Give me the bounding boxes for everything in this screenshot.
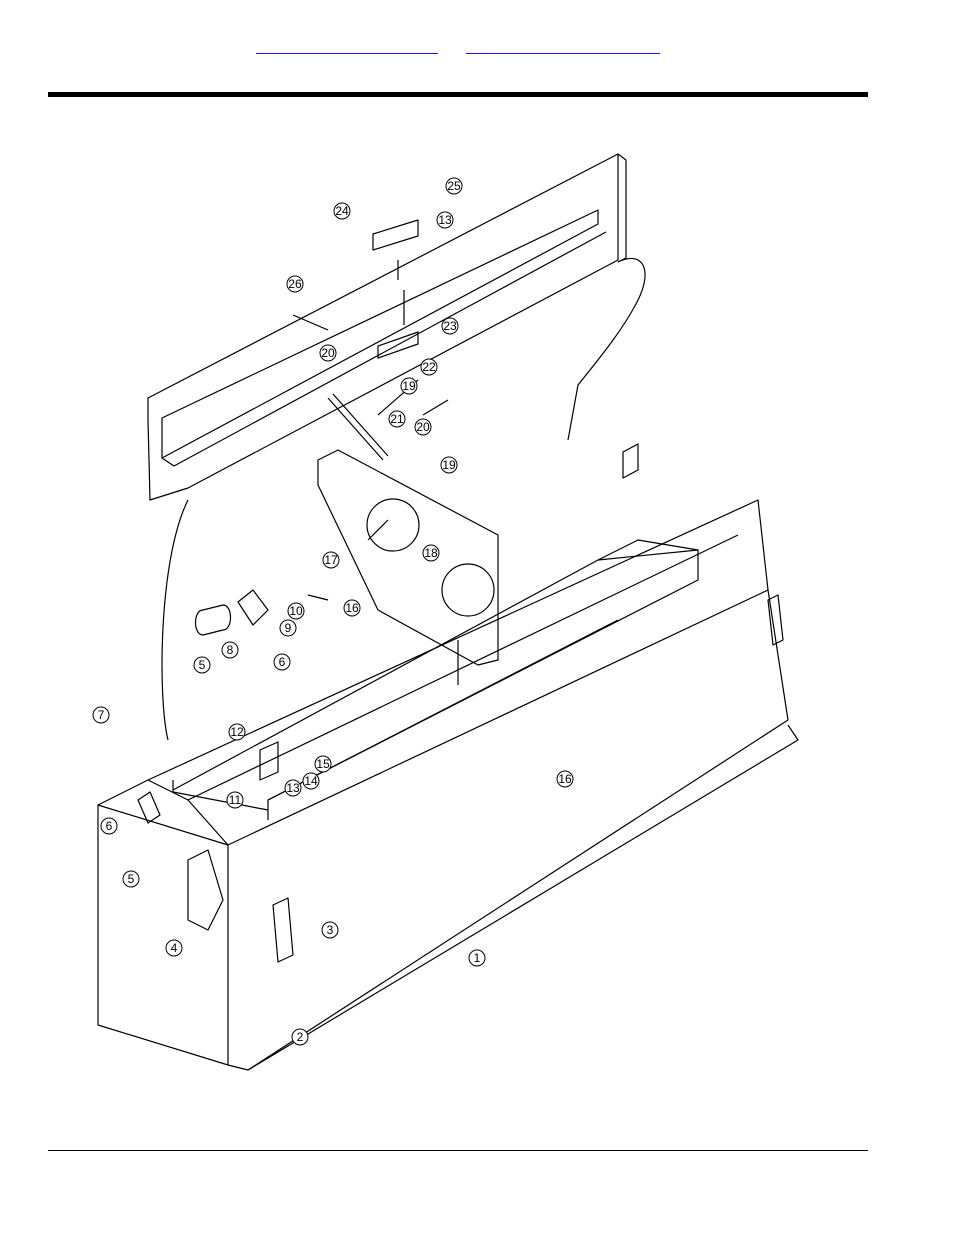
callout-16-b: 16 [556, 770, 574, 788]
callout-21: 21 [388, 410, 406, 428]
svg-text:11: 11 [229, 793, 242, 807]
svg-text:3: 3 [327, 923, 334, 937]
parts-diagram: 25 24 13 26 23 22 20 19 21 20 19 17 18 1… [78, 140, 818, 1075]
svg-text:19: 19 [402, 379, 416, 393]
svg-text:15: 15 [316, 757, 330, 771]
callout-24: 24 [333, 202, 351, 220]
svg-text:13: 13 [438, 213, 452, 227]
callout-13-mid: 13 [284, 779, 302, 797]
callout-26: 26 [286, 275, 304, 293]
svg-text:19: 19 [442, 458, 456, 472]
callout-group: 25 24 13 26 23 22 20 19 21 20 19 17 18 1… [92, 177, 574, 1046]
callout-4: 4 [165, 939, 183, 957]
svg-text:9: 9 [285, 621, 292, 635]
svg-text:22: 22 [422, 360, 436, 374]
callout-20-a: 20 [319, 344, 337, 362]
callout-10: 10 [287, 602, 305, 620]
top-rule [48, 92, 868, 97]
callout-5-a: 5 [193, 656, 211, 674]
svg-text:4: 4 [171, 941, 178, 955]
callout-18: 18 [422, 544, 440, 562]
svg-text:10: 10 [289, 604, 303, 618]
callout-5-b: 5 [122, 870, 140, 888]
svg-text:12: 12 [230, 725, 244, 739]
svg-text:16: 16 [345, 601, 359, 615]
callout-8: 8 [221, 641, 239, 659]
header-link-1[interactable] [256, 36, 438, 54]
callout-13-top: 13 [436, 211, 454, 229]
svg-text:21: 21 [390, 412, 404, 426]
svg-text:18: 18 [424, 546, 438, 560]
bottom-rule [48, 1150, 868, 1151]
callout-23: 23 [441, 317, 459, 335]
svg-text:2: 2 [297, 1030, 304, 1044]
svg-text:13: 13 [286, 781, 300, 795]
callout-7: 7 [92, 706, 110, 724]
diagram-linework [97, 153, 799, 1071]
callout-2: 2 [291, 1028, 309, 1046]
callout-16-a: 16 [343, 599, 361, 617]
svg-text:23: 23 [443, 319, 457, 333]
svg-text:26: 26 [288, 277, 302, 291]
callout-19-a: 19 [400, 377, 418, 395]
callout-25: 25 [445, 177, 463, 195]
svg-text:6: 6 [279, 655, 286, 669]
callout-12: 12 [228, 723, 246, 741]
svg-text:5: 5 [199, 658, 206, 672]
svg-text:17: 17 [324, 553, 338, 567]
callout-20-b: 20 [414, 418, 432, 436]
svg-text:7: 7 [98, 708, 105, 722]
callout-22: 22 [420, 358, 438, 376]
callout-17: 17 [322, 551, 340, 569]
header-links [0, 36, 954, 58]
svg-text:24: 24 [335, 204, 349, 218]
svg-text:20: 20 [416, 420, 430, 434]
callout-14: 14 [302, 772, 320, 790]
svg-text:16: 16 [558, 772, 572, 786]
callout-11: 11 [226, 791, 244, 809]
header-link-2[interactable] [466, 36, 660, 54]
callout-6-b: 6 [100, 817, 118, 835]
svg-text:5: 5 [128, 872, 135, 886]
svg-text:6: 6 [106, 819, 113, 833]
callout-1: 1 [468, 949, 486, 967]
svg-text:1: 1 [474, 951, 481, 965]
callout-9: 9 [279, 619, 297, 637]
svg-text:20: 20 [321, 346, 335, 360]
callout-15: 15 [314, 755, 332, 773]
svg-text:8: 8 [227, 643, 234, 657]
svg-text:25: 25 [447, 179, 461, 193]
parts-diagram-svg: 25 24 13 26 23 22 20 19 21 20 19 17 18 1… [92, 153, 799, 1071]
svg-text:14: 14 [304, 774, 318, 788]
callout-3: 3 [321, 921, 339, 939]
callout-6-a: 6 [273, 653, 291, 671]
callout-19-b: 19 [440, 456, 458, 474]
